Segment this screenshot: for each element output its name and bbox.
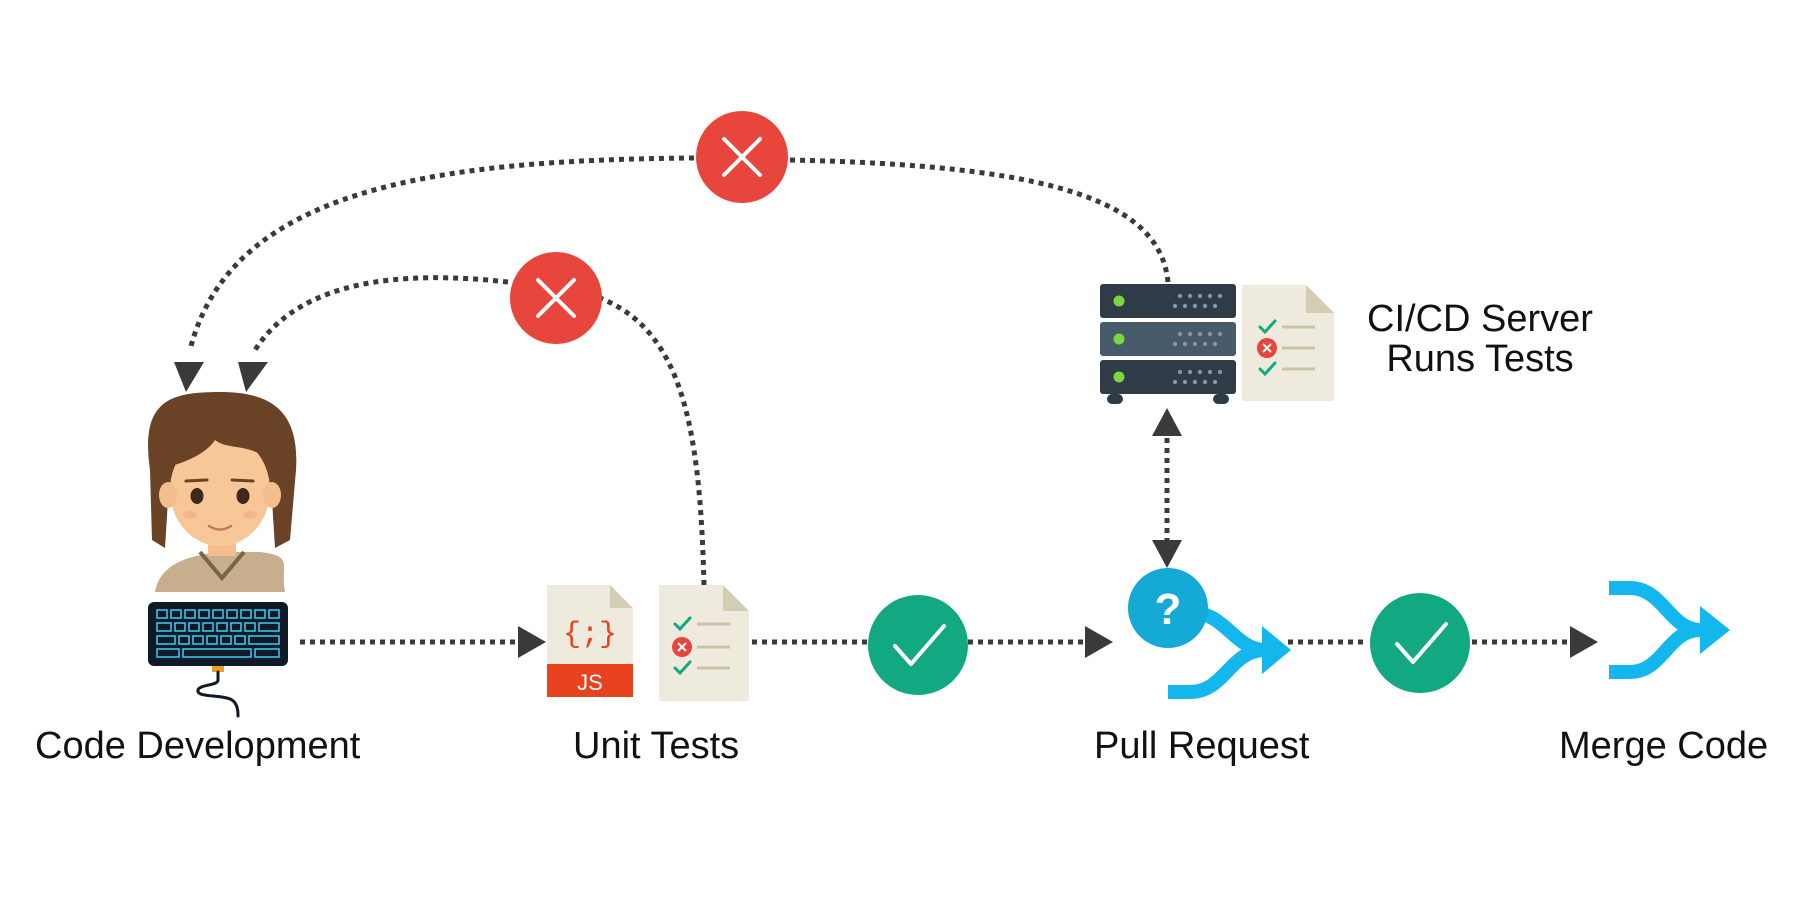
unit-tests-pass-icon xyxy=(868,595,968,695)
label-ci-cd-server: CI/CD Server Runs Tests xyxy=(1340,299,1620,379)
arrowhead-unit-tests-fail-to-dev xyxy=(238,362,268,392)
pull-request-pass-icon xyxy=(1370,593,1470,693)
server-rack-icon xyxy=(1100,284,1236,404)
fail-loop-ci-server xyxy=(187,155,1171,351)
merge-icon xyxy=(1609,581,1730,679)
label-ci-cd-server-line1: CI/CD Server xyxy=(1367,298,1593,340)
ci-fail-icon xyxy=(696,111,788,203)
arrowhead-to-merge xyxy=(1570,626,1598,658)
ci-test-report-icon xyxy=(1242,285,1334,401)
arrowhead-to-pull-request xyxy=(1085,626,1113,658)
arrowhead-ci-fail-to-dev xyxy=(174,362,204,392)
arrowhead-dev-to-unit-tests xyxy=(518,626,546,658)
keyboard-icon xyxy=(148,602,288,718)
label-ci-cd-server-line2: Runs Tests xyxy=(1386,338,1574,380)
label-code-development: Code Development xyxy=(35,725,361,767)
label-unit-tests: Unit Tests xyxy=(573,725,740,767)
developer-avatar xyxy=(148,392,297,592)
question-mark: ? xyxy=(1155,585,1182,634)
js-file-ext: JS xyxy=(577,670,603,695)
label-merge-code: Merge Code xyxy=(1559,725,1769,767)
unit-test-report-icon xyxy=(659,585,749,701)
js-file-icon: {;} JS xyxy=(547,585,633,697)
unit-test-fail-icon xyxy=(510,252,602,344)
fail-loop-unit-tests xyxy=(252,275,707,586)
question-badge-icon: ? xyxy=(1128,568,1208,648)
arrowhead-to-pull-request-top xyxy=(1152,540,1182,568)
js-file-braces: {;} xyxy=(563,618,617,652)
arrowhead-to-server xyxy=(1152,408,1182,436)
label-pull-request: Pull Request xyxy=(1094,725,1310,767)
